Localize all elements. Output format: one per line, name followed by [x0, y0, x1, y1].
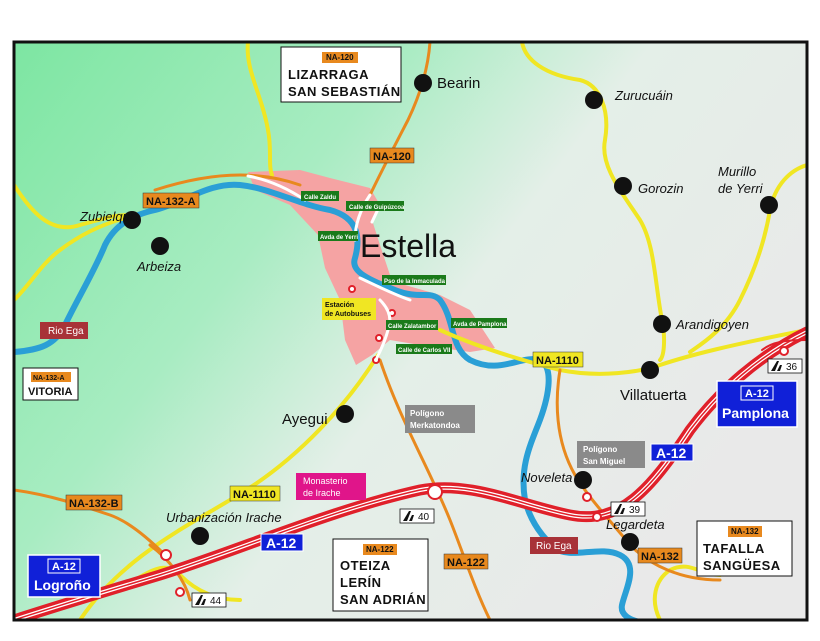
- town-zurucuain: Zurucuáin: [614, 88, 673, 103]
- street-labels: Calle Zaldu Calle de Guipúzcoa Avda de Y…: [301, 191, 507, 354]
- street-avda-pamplona: Avda de Pamplona: [453, 322, 507, 328]
- river-ega-east-label: Rio Ega: [536, 541, 572, 552]
- town-arbeiza: Arbeiza: [136, 259, 181, 274]
- box-na132a-code: NA-132-A: [33, 375, 65, 382]
- road-na1110-west: NA-1110: [233, 489, 276, 501]
- road-na132a: NA-132-A: [146, 196, 196, 208]
- poligono-sanmiguel-line1: Polígono: [583, 445, 617, 454]
- town-bearin: Bearin: [437, 75, 480, 92]
- destination-sanguesa: SANGÜESA: [703, 558, 781, 573]
- destination-san-adrian: SAN ADRIÁN: [340, 592, 426, 607]
- exit-39: 39: [629, 505, 641, 516]
- place-labels: Rio Ega Rio Ega Monasterio de Irache Pol…: [40, 322, 645, 554]
- exit-44: 44: [210, 596, 222, 607]
- a12-logrono-code: A-12: [52, 561, 76, 573]
- street-calle-guipuzcoa: Calle de Guipúzcoa: [349, 205, 405, 211]
- exit-40: 40: [418, 512, 430, 523]
- box-na122-code: NA-122: [366, 545, 394, 554]
- orange-roads: [14, 42, 722, 620]
- bus-station-line2: de Autobuses: [325, 311, 371, 318]
- exit-36: 36: [786, 362, 798, 373]
- city-title: Estella: [360, 228, 456, 264]
- road-na120-mid: NA-120: [373, 151, 411, 163]
- poligono-merkatondoa-line1: Polígono: [410, 409, 444, 418]
- town-zubielqui: Zubielqui: [79, 209, 134, 224]
- town-arandigoyen: Arandigoyen: [675, 317, 749, 332]
- box-na132-code: NA-132: [731, 527, 759, 536]
- destination-tafalla: TAFALLA: [703, 541, 765, 556]
- road-na132: NA-132: [641, 551, 679, 563]
- road-na122: NA-122: [447, 557, 485, 569]
- destination-san-sebastian: SAN SEBASTIÁN: [288, 84, 401, 99]
- destination-boxes: NA-120 LIZARRAGA SAN SEBASTIÁN NA-132-A …: [22, 46, 793, 612]
- monasterio-irache-line1: Monasterio: [303, 476, 348, 486]
- monasterio-irache-line2: de Irache: [303, 488, 341, 498]
- road-na1110-east: NA-1110: [536, 355, 579, 367]
- motorway-a12: [14, 326, 807, 620]
- a12-signs: A-12 A-12 A-12 Pamplona A-12 Logroño: [27, 380, 798, 598]
- street-calle-carlos: Calle de Carlos VII: [398, 348, 451, 354]
- street-calle-zalatambor: Calle Zalatambor: [388, 324, 437, 330]
- road-na132b: NA-132-B: [69, 498, 119, 510]
- destination-lizarraga: LIZARRAGA: [288, 67, 369, 82]
- town-gorozin: Gorozin: [638, 181, 684, 196]
- street-avda-yerri: Avda de Yerri: [320, 235, 358, 241]
- a12-center-label: A-12: [266, 535, 297, 551]
- destination-logrono: Logroño: [34, 577, 91, 593]
- destination-vitoria: VITORIA: [28, 386, 72, 398]
- river-ega-west-label: Rio Ega: [48, 326, 84, 337]
- town-noveleta: Noveleta: [521, 470, 572, 485]
- destination-pamplona: Pamplona: [722, 405, 789, 421]
- town-urbanizacion-irache: Urbanización Irache: [166, 510, 282, 525]
- road-labels: NA-120 NA-132-A NA-1110 NA-1110 NA-132-B…: [65, 147, 683, 570]
- poligono-merkatondoa-line2: Merkatondoa: [410, 421, 460, 430]
- a12-pamplona-code: A-12: [745, 388, 769, 400]
- street-paseo-inmaculada: Pso de la Inmaculada: [384, 279, 446, 285]
- town-murillo-line1: Murillo: [718, 164, 756, 179]
- town-murillo-line2: de Yerri: [718, 181, 764, 196]
- town-villatuerta: Villatuerta: [620, 387, 687, 404]
- destination-lerin: LERÍN: [340, 575, 382, 590]
- street-calle-zaldu: Calle Zaldu: [304, 195, 336, 201]
- box-na120-code: NA-120: [326, 53, 354, 62]
- bus-station-label: [322, 298, 376, 320]
- bus-station-line1: Estación: [325, 302, 354, 309]
- poligono-sanmiguel-line2: San Miguel: [583, 457, 625, 466]
- exit-markers: 36 39 40 44: [191, 358, 803, 608]
- destination-oteiza: OTEIZA: [340, 558, 391, 573]
- urban-area: [248, 170, 495, 365]
- town-legardeta: Legardeta: [606, 517, 665, 532]
- town-dots: [123, 74, 778, 551]
- map-frame: [12, 40, 809, 622]
- town-ayegui: Ayegui: [282, 411, 328, 428]
- a12-east-label: A-12: [656, 445, 687, 461]
